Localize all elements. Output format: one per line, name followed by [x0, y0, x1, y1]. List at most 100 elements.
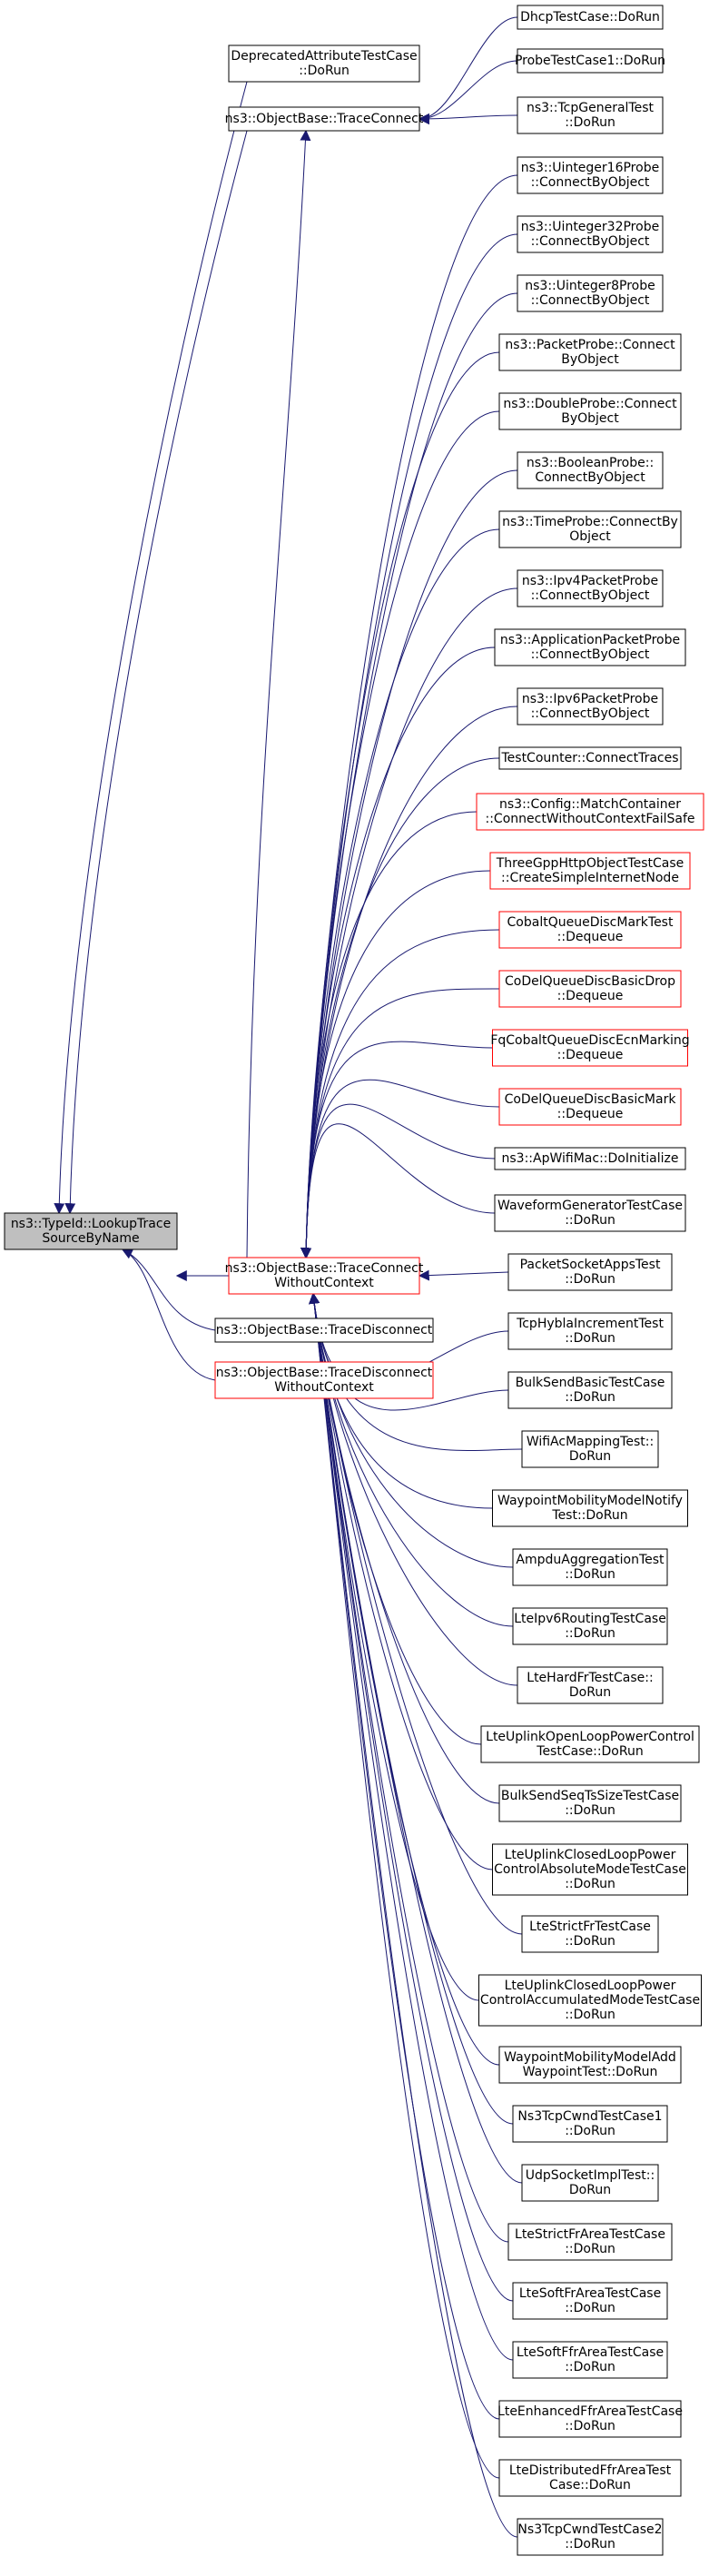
node-label-line: ns3::ApWifiMac::DoInitialize: [502, 1151, 679, 1166]
node-label-line: ::DoRun: [565, 2360, 615, 2374]
node-box: [507, 2223, 673, 2261]
node-box: [498, 746, 682, 770]
graph-node-probe1[interactable]: ProbeTestCase1::DoRun: [515, 48, 665, 74]
edge-packetsocket-to-tcwc: [418, 1269, 509, 1281]
node-box: [512, 1548, 668, 1586]
edge-fqcobalt-to-tcwc: [300, 1041, 493, 1259]
node-label-line: LteSoftFrAreaTestCase: [519, 2286, 661, 2301]
graph-node-tcphybla[interactable]: TcpHyblaIncrementTest::DoRun: [507, 1312, 673, 1350]
graph-node-traceconnect[interactable]: ns3::ObjectBase::TraceConnect: [225, 106, 424, 132]
node-label-line: Case::DoRun: [549, 2478, 631, 2492]
node-label-line: ::DoRun: [565, 1272, 615, 1287]
graph-node-tracedisconnect[interactable]: ns3::ObjectBase::TraceDisconnect: [214, 1318, 434, 1343]
node-label-line: ::DoRun: [565, 1213, 615, 1228]
graph-node-appprobe[interactable]: ns3::ApplicationPacketProbe::ConnectByOb…: [494, 628, 686, 666]
edge-threegpp-to-tcwc: [300, 870, 491, 1259]
node-label-line: LteEnhancedFfrAreaTestCase: [497, 2404, 683, 2419]
node-box: [214, 1318, 434, 1343]
node-label-line: UdpSocketImplTest::: [526, 2168, 655, 2183]
graph-node-matchcontainer[interactable]: ns3::Config::MatchContainer::ConnectWith…: [476, 793, 704, 831]
graph-node-deprecated[interactable]: DeprecatedAttributeTestCase::DoRun: [228, 44, 420, 83]
edge-traceconnect-to-root: [64, 130, 248, 1215]
graph-node-wifiac[interactable]: WifiAcMappingTest::DoRun: [521, 1430, 659, 1468]
node-box: [498, 911, 682, 949]
node-label-line: ::DoRun: [565, 1877, 615, 1891]
graph-node-ltestrictfrarea[interactable]: LteStrictFrAreaTestCase::DoRun: [507, 2223, 673, 2261]
graph-node-threegpp[interactable]: ThreeGppHttpObjectTestCase::CreateSimple…: [489, 852, 691, 890]
graph-node-ipv6probe[interactable]: ns3::Ipv6PacketProbe::ConnectByObject: [517, 687, 664, 725]
graph-node-codelbasicdrop[interactable]: CoDelQueueDiscBasicDrop::Dequeue: [498, 970, 682, 1008]
node-label-line: LteSoftFfrAreaTestCase: [517, 2345, 664, 2360]
node-label-line: CoDelQueueDiscBasicMark: [505, 1092, 677, 1107]
node-label-line: DoRun: [569, 2183, 611, 2197]
node-box: [517, 156, 664, 194]
node-box: [517, 687, 664, 725]
graph-node-testcounter[interactable]: TestCounter::ConnectTraces: [498, 746, 682, 770]
edge-tdwc-to-root: [121, 1249, 216, 1381]
graph-node-packetsocket[interactable]: PacketSocketAppsTest::DoRun: [507, 1253, 673, 1291]
graph-node-bulksendbasic[interactable]: BulkSendBasicTestCase::DoRun: [507, 1371, 673, 1409]
graph-node-waypointadd[interactable]: WaypointMobilityModelAddWaypointTest::Do…: [498, 2046, 682, 2084]
node-box: [494, 1194, 686, 1232]
graph-node-cobaltmark[interactable]: CobaltQueueDiscMarkTest::Dequeue: [498, 911, 682, 949]
node-label-line: ::DoRun: [565, 115, 615, 130]
node-label-line: FqCobaltQueueDiscEcnMarking: [490, 1033, 689, 1048]
graph-node-tdwc[interactable]: ns3::ObjectBase::TraceDisconnectWithoutC…: [214, 1361, 434, 1399]
edge-dhcp-to-traceconnect: [418, 16, 518, 124]
graph-node-codelbasicmark[interactable]: CoDelQueueDiscBasicMark::Dequeue: [498, 1088, 682, 1126]
graph-node-ampdu[interactable]: AmpduAggregationTest::DoRun: [512, 1548, 668, 1586]
graph-node-udpsocket[interactable]: UdpSocketImplTest::DoRun: [521, 2164, 659, 2202]
node-label-line: ns3::Ipv4PacketProbe: [522, 574, 658, 588]
graph-node-boolprobe[interactable]: ns3::BooleanProbe::ConnectByObject: [517, 451, 664, 489]
node-label-line: ::DoRun: [565, 2301, 615, 2315]
node-label-line: LteUplinkClosedLoopPower: [505, 1979, 676, 1993]
graph-node-timeprobe[interactable]: ns3::TimeProbe::ConnectByObject: [498, 510, 682, 548]
node-label-line: ThreeGppHttpObjectTestCase: [496, 856, 684, 871]
graph-node-lteulopen[interactable]: LteUplinkOpenLoopPowerControlTestCase::D…: [480, 1725, 700, 1763]
graph-node-bulksendseq[interactable]: BulkSendSeqTsSizeTestCase::DoRun: [498, 1784, 682, 1822]
graph-node-doubleprobe[interactable]: ns3::DoubleProbe::ConnectByObject: [498, 392, 682, 430]
graph-node-ns3tcpcwnd2[interactable]: Ns3TcpCwndTestCase2::DoRun: [517, 2518, 664, 2556]
graph-node-ltesoftffrarea[interactable]: LteSoftFfrAreaTestCase::DoRun: [512, 2341, 668, 2379]
node-label-line: LteDistributedFfrAreaTest: [509, 2463, 672, 2478]
graph-node-lteulclosedacc[interactable]: LteUplinkClosedLoopPowerControlAccumulat…: [478, 1974, 702, 2027]
node-label-line: LteHardFrTestCase::: [527, 1671, 653, 1685]
graph-node-lteipv6[interactable]: LteIpv6RoutingTestCase::DoRun: [512, 1607, 668, 1645]
edge-tracedisconnect-to-root: [121, 1249, 216, 1331]
graph-node-tcpgeneral[interactable]: ns3::TcpGeneralTest::DoRun: [517, 96, 664, 134]
graph-node-u32[interactable]: ns3::Uinteger32Probe::ConnectByObject: [517, 215, 664, 253]
node-label-line: DoRun: [569, 1685, 611, 1700]
node-label-line: ::DoRun: [565, 2242, 615, 2256]
node-label-line: TcpHyblaIncrementTest: [516, 1317, 664, 1331]
graph-node-lteenhanced[interactable]: LteEnhancedFfrAreaTestCase::DoRun: [497, 2400, 683, 2438]
graph-node-packetprobe[interactable]: ns3::PacketProbe::ConnectByObject: [498, 333, 682, 371]
graph-node-apwifimac[interactable]: ns3::ApWifiMac::DoInitialize: [494, 1147, 686, 1170]
graph-node-lteulclosedabs[interactable]: LteUplinkClosedLoopPowerControlAbsoluteM…: [492, 1843, 688, 1896]
graph-node-fqcobalt[interactable]: FqCobaltQueueDiscEcnMarking::Dequeue: [490, 1029, 690, 1067]
graph-node-ltesoftfrarea[interactable]: LteSoftFrAreaTestCase::DoRun: [512, 2282, 668, 2320]
node-label-line: ProbeTestCase1::DoRun: [515, 54, 665, 68]
graph-node-ltestrictfr[interactable]: LteStrictFrTestCase::DoRun: [521, 1915, 659, 1953]
graph-node-ltehardfr[interactable]: LteHardFrTestCase::DoRun: [517, 1666, 664, 1704]
edge-u8-to-tcwc: [300, 292, 518, 1259]
edge-cobaltmark-to-tcwc: [300, 929, 500, 1259]
node-label-line: ::Dequeue: [557, 1048, 624, 1062]
node-label-line: ns3::TcpGeneralTest: [527, 101, 655, 115]
node-label-line: ::DoRun: [565, 1803, 615, 1818]
node-label-line: ::CreateSimpleInternetNode: [501, 871, 679, 885]
graph-node-u16[interactable]: ns3::Uinteger16Probe::ConnectByObject: [517, 156, 664, 194]
edge-ltedistributed-to-tcwc: [309, 1292, 500, 2479]
graph-node-waveform[interactable]: WaveformGeneratorTestCase::DoRun: [494, 1194, 686, 1232]
node-label-line: ::DoRun: [565, 1934, 615, 1949]
graph-node-tcwc[interactable]: ns3::ObjectBase::TraceConnectWithoutCont…: [225, 1257, 424, 1295]
graph-node-ns3tcpcwnd1[interactable]: Ns3TcpCwndTestCase1::DoRun: [512, 2105, 668, 2143]
graph-node-ipv4probe[interactable]: ns3::Ipv4PacketProbe::ConnectByObject: [517, 569, 664, 607]
node-label-line: WaypointMobilityModelNotify: [497, 1494, 683, 1508]
node-label-line: ns3::ApplicationPacketProbe: [500, 633, 680, 647]
graph-node-dhcp[interactable]: DhcpTestCase::DoRun: [517, 5, 664, 30]
graph-node-u8[interactable]: ns3::Uinteger8Probe::ConnectByObject: [517, 274, 664, 312]
